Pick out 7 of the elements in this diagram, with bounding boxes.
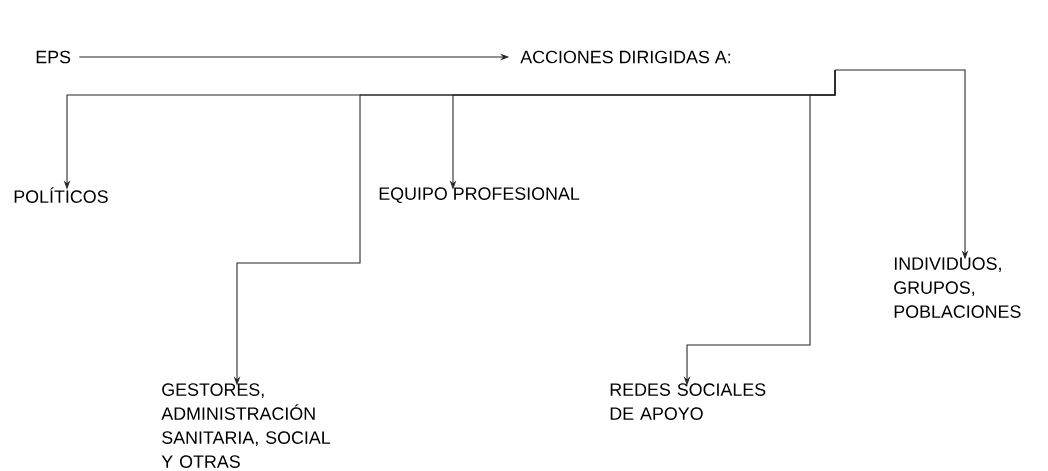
label-text: EPS [36, 50, 71, 64]
label-text: POLÍTICOS [14, 187, 108, 203]
label-text: REDES SOCIALES DE APOYO [610, 383, 766, 420]
label-text: ACCIONES DIRIGIDAS A: [520, 50, 731, 64]
label-text: GESTORES, ADMINISTRACIÓN SANITARIA, SOCIAL Y OTRAS [161, 383, 331, 468]
label-text: EQUIPO PROFESIONAL [379, 187, 580, 204]
label-text: INDIVIDUOS, GRUPOS, POBLACIONES [894, 257, 1021, 318]
